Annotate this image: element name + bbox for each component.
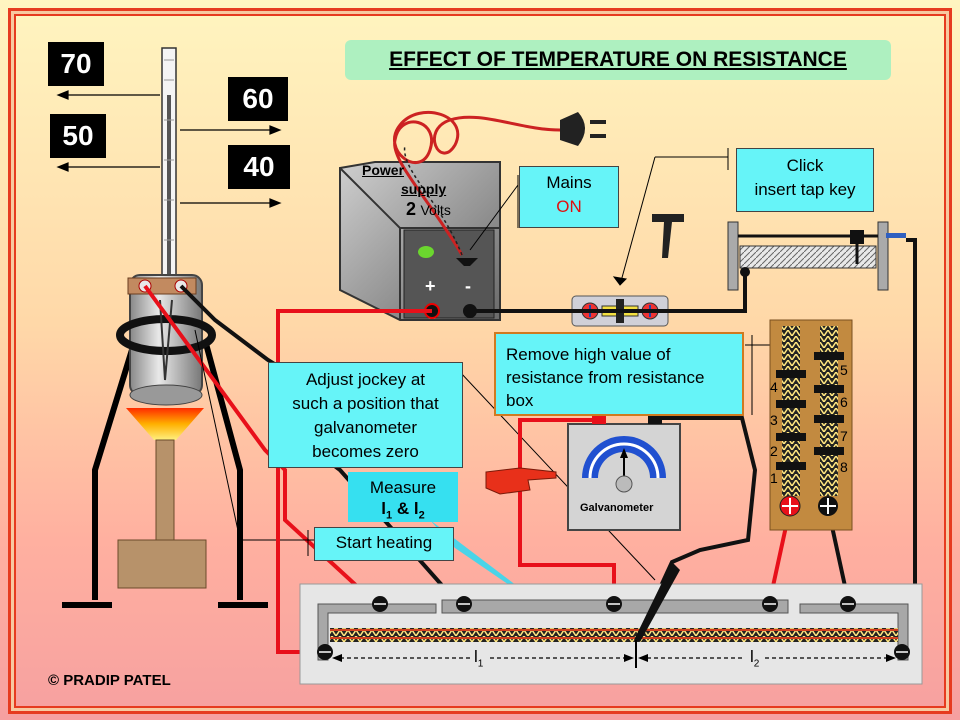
slide-frame [8, 8, 952, 714]
copyright-label: © PRADIP PATEL [48, 672, 171, 689]
l1-subscript: 1 [386, 509, 393, 522]
power-supply [339, 161, 501, 321]
pointing-hand-icon [485, 467, 557, 495]
measure-instruction: Measure l1 & l2 [348, 472, 458, 522]
resistance-plug-4: 4 [770, 379, 778, 395]
resistance-plug-8: 8 [840, 459, 848, 475]
adjust-line-3: galvanometer [313, 418, 417, 437]
galvanometer [567, 414, 681, 531]
adjust-line-4: becomes zero [312, 442, 419, 461]
plus-terminal-label: + [425, 276, 436, 296]
temperature-60-label: 60 [228, 77, 288, 121]
start-heating-instruction: Start heating [314, 527, 454, 561]
minus-terminal-label: - [465, 276, 471, 296]
voltage-label: 2 Volts [406, 199, 451, 220]
adjust-jockey-instruction: Adjust jockey at such a position that ga… [268, 362, 463, 468]
measure-lengths: l1 & l2 [348, 498, 458, 526]
bridge-l1-label: l1 [474, 647, 483, 669]
rheostat [727, 221, 906, 291]
resistance-plug-2: 2 [770, 443, 778, 459]
insert-tap-key-label: insert tap key [754, 180, 856, 199]
bridge-l1-letter: l [474, 647, 478, 666]
click-instruction-box: Click insert tap key [736, 148, 874, 212]
temperature-70-label: 70 [48, 42, 104, 86]
temperature-40-label: 40 [228, 145, 290, 189]
l1-letter: l [381, 499, 386, 518]
resistance-plug-5: 5 [840, 362, 848, 378]
meter-bridge [299, 562, 923, 685]
thermometer [161, 47, 177, 289]
voltage-unit: Volts [420, 202, 451, 218]
mains-status: ON [556, 197, 582, 216]
resistance-plug-3: 3 [770, 412, 778, 428]
resistance-box [769, 319, 853, 531]
bridge-l2-subscript: 2 [753, 658, 760, 670]
l2-subscript: 2 [418, 509, 425, 522]
temperature-50-label: 50 [50, 114, 106, 158]
adjust-line-2: such a position that [292, 394, 439, 413]
adjust-line-1: Adjust jockey at [305, 370, 426, 389]
supply-label: supply [401, 181, 447, 197]
bridge-l2-letter: l [750, 647, 754, 666]
resistance-plug-1: 1 [770, 470, 778, 486]
burner [117, 408, 207, 589]
bridge-l1-subscript: 1 [477, 658, 484, 670]
temperature-arrows [56, 90, 282, 208]
power-label: Power [362, 162, 405, 178]
l2-letter: l [413, 499, 419, 518]
resistance-plug-7: 7 [840, 428, 848, 444]
tap-key-icon [652, 214, 684, 258]
page-title: EFFECT OF TEMPERATURE ON RESISTANCE [345, 40, 891, 80]
mains-label: Mains [546, 173, 592, 192]
voltage-number: 2 [406, 199, 417, 219]
ampersand: & [392, 499, 414, 518]
remove-resistance-instruction: Remove high value of resistance from res… [494, 332, 744, 416]
resistance-plug-6: 6 [840, 394, 848, 410]
mains-cord [393, 110, 561, 256]
mains-on-box: Mains ON [519, 166, 619, 228]
click-label: Click [786, 156, 824, 175]
bridge-l2-label: l2 [750, 647, 759, 669]
measure-label: Measure [369, 478, 437, 497]
galvanometer-label: Galvanometer [580, 502, 654, 514]
heating-vessel [116, 274, 216, 406]
plug [560, 112, 606, 146]
